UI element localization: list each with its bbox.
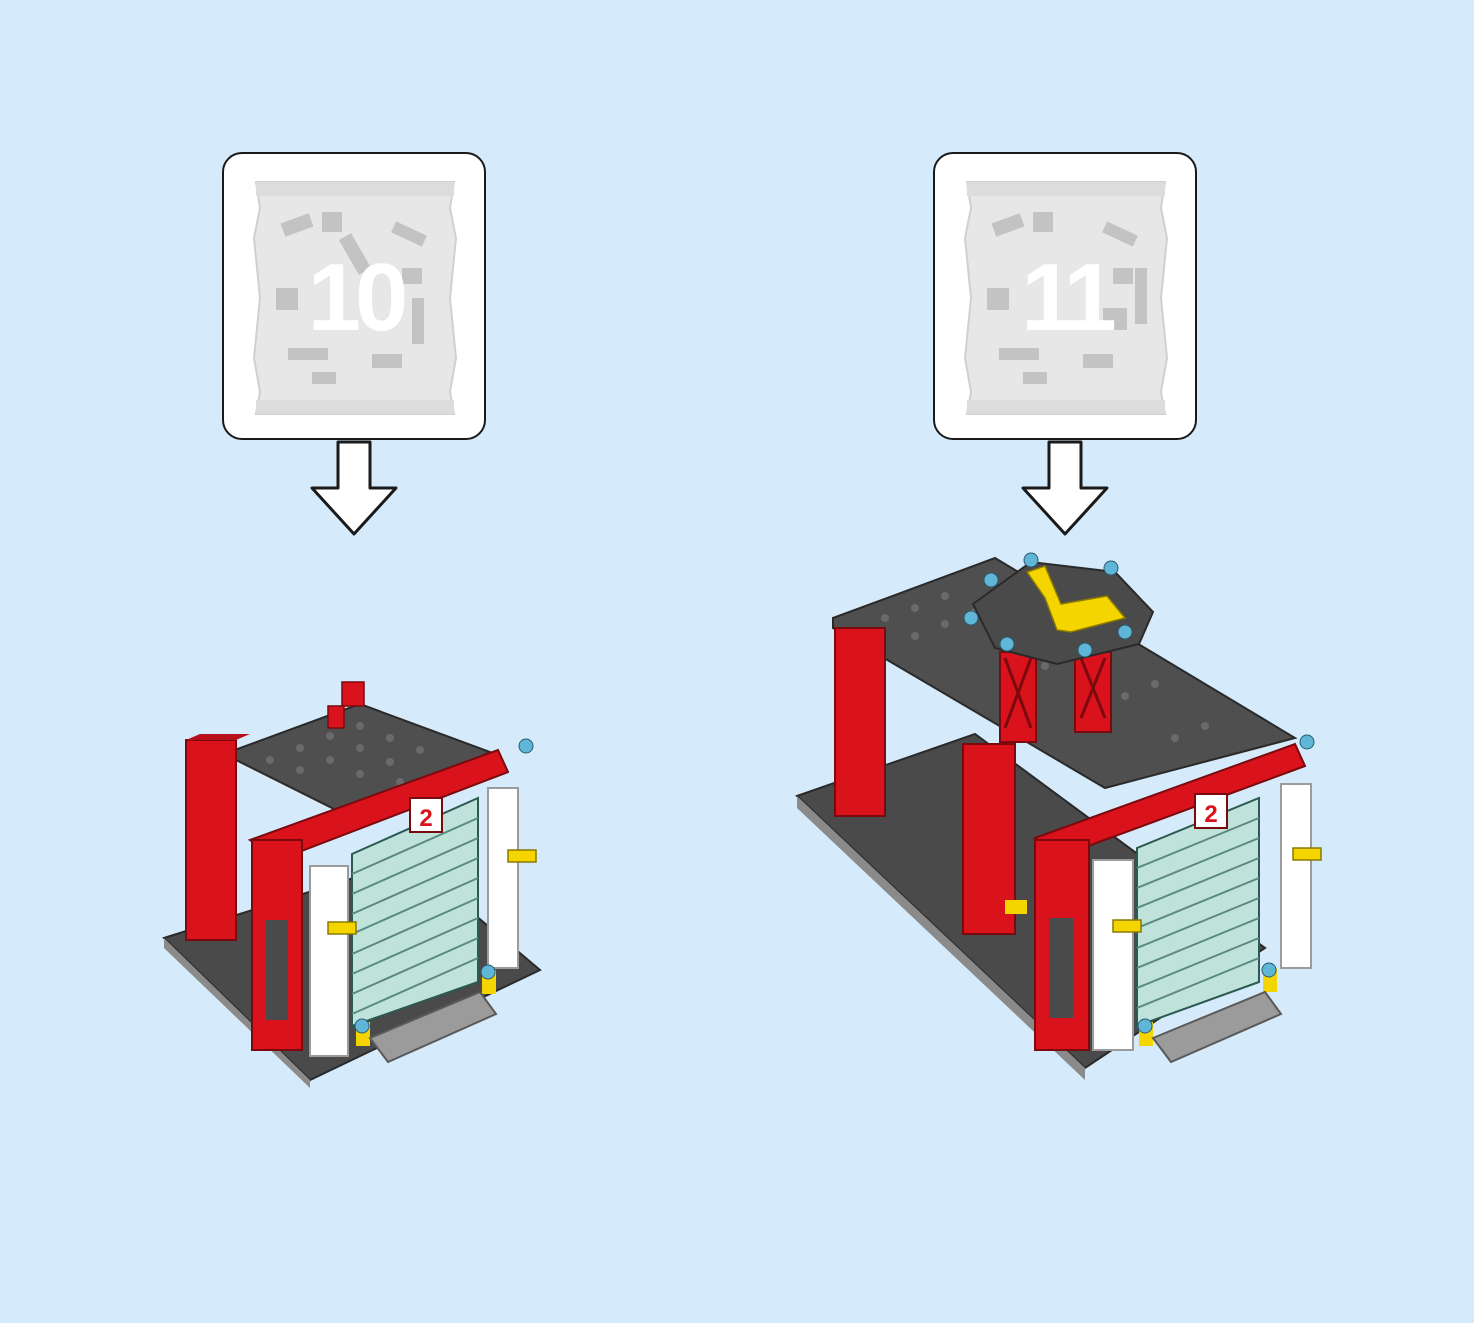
door-number-sign: 2: [1204, 801, 1217, 828]
door-number-sign: 2: [419, 805, 432, 832]
parts-bag-icon: 11: [963, 178, 1169, 418]
bag-callout-box: 10: [222, 152, 486, 440]
build-step-bag-10: 10: [0, 0, 737, 1323]
bag-number-label: 11: [963, 178, 1169, 418]
bag-number-label: 10: [252, 178, 458, 418]
parts-bag-icon: 10: [252, 178, 458, 418]
fire-station-with-helipad-model: 2: [795, 548, 1355, 1093]
down-arrow-icon: [1019, 440, 1111, 540]
fire-station-garage-model: 2: [160, 670, 560, 1090]
bag-callout-box: 11: [933, 152, 1197, 440]
build-step-bag-11: 11: [737, 0, 1474, 1323]
down-arrow-icon: [308, 440, 400, 540]
